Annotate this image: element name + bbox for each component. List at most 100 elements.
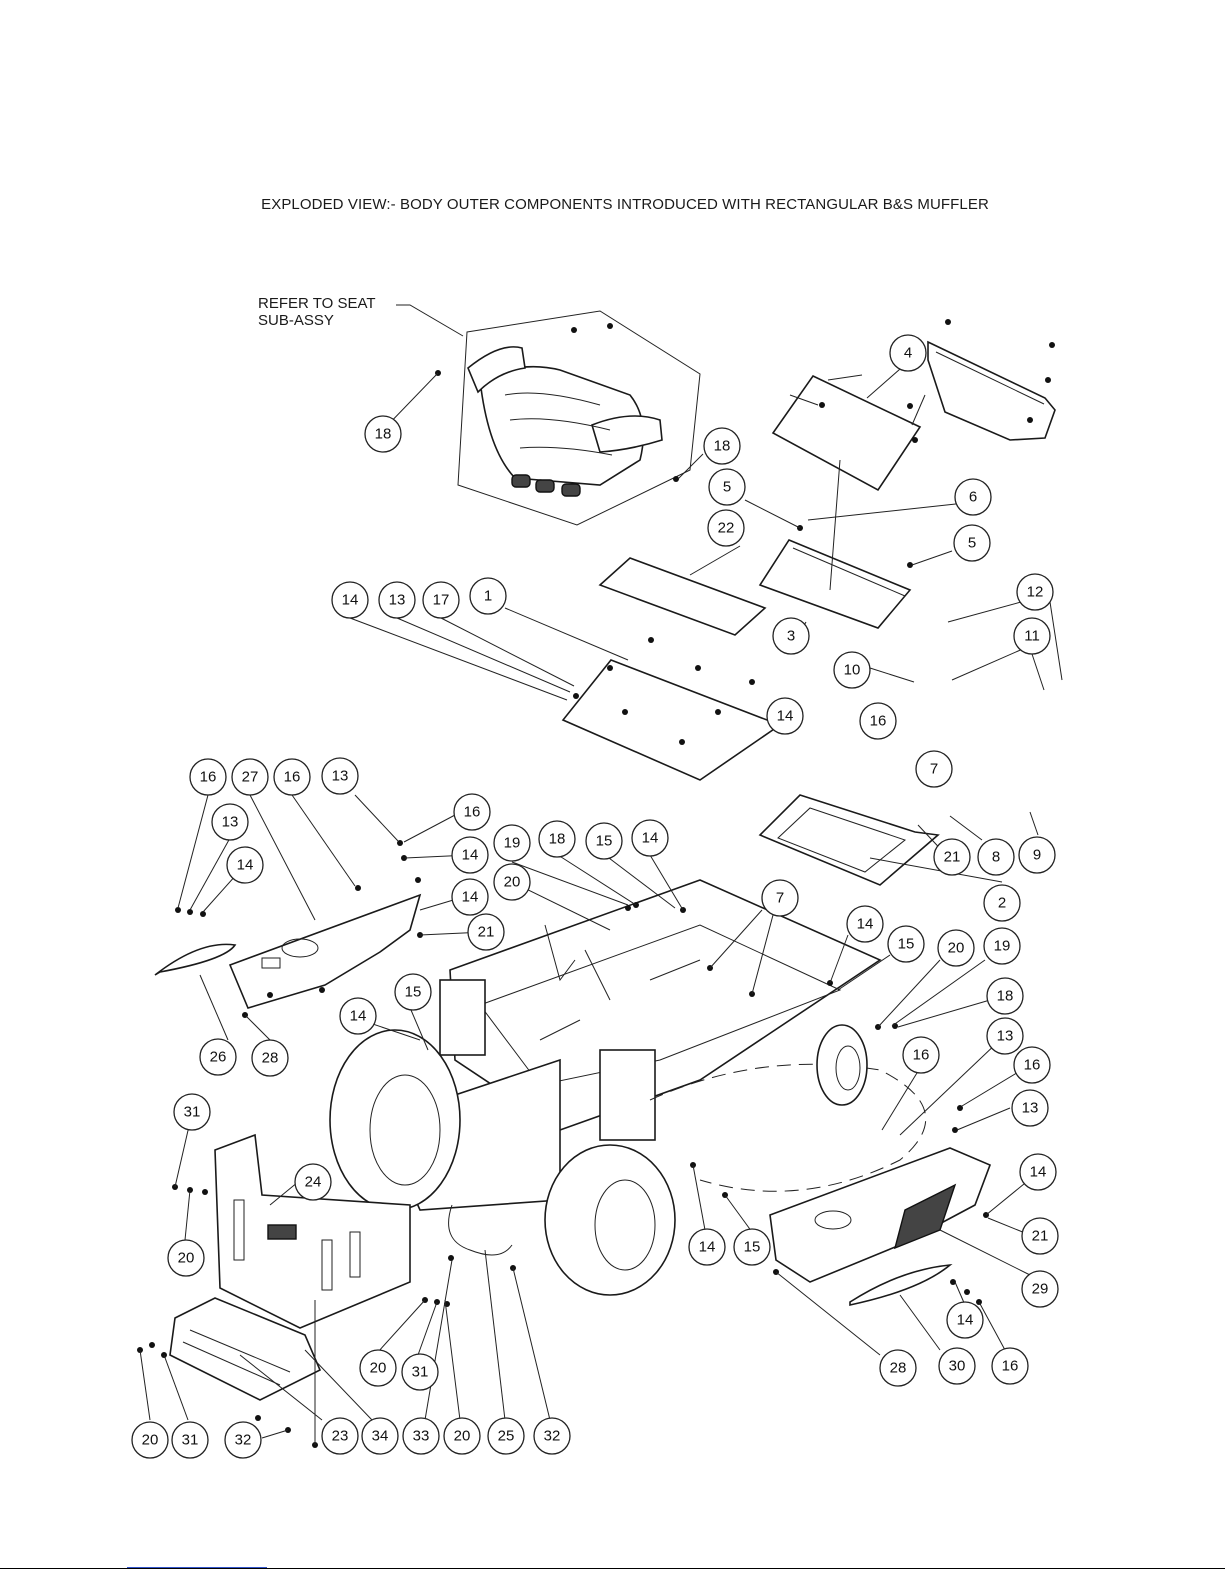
callout-16: 16 xyxy=(991,1347,1029,1385)
note-line-1: REFER TO SEAT xyxy=(258,295,376,312)
callout-31: 31 xyxy=(171,1421,209,1459)
svg-text:2: 2 xyxy=(998,895,1006,912)
svg-text:24: 24 xyxy=(305,1174,322,1191)
diagram-title: EXPLODED VIEW:- BODY OUTER COMPONENTS IN… xyxy=(261,196,989,213)
callout-9: 9 xyxy=(1018,836,1056,874)
footer-link-underline[interactable] xyxy=(127,1567,267,1568)
svg-text:3: 3 xyxy=(787,628,795,645)
svg-text:7: 7 xyxy=(776,890,784,907)
callout-21: 21 xyxy=(933,838,971,876)
svg-text:30: 30 xyxy=(949,1358,966,1375)
leader-lines xyxy=(139,304,1063,1445)
svg-text:16: 16 xyxy=(1002,1358,1019,1375)
callout-28: 28 xyxy=(879,1349,917,1387)
seat-subassy-outline xyxy=(457,310,701,526)
svg-text:34: 34 xyxy=(372,1428,389,1445)
svg-text:14: 14 xyxy=(777,708,794,725)
svg-text:14: 14 xyxy=(857,916,874,933)
callout-32: 32 xyxy=(533,1417,571,1455)
svg-text:13: 13 xyxy=(389,592,406,609)
svg-text:20: 20 xyxy=(504,874,521,891)
callout-22: 22 xyxy=(707,509,745,547)
callout-16: 16 xyxy=(902,1036,940,1074)
callout-27: 27 xyxy=(231,758,269,796)
part-3-panel xyxy=(758,539,912,629)
callout-13: 13 xyxy=(321,757,359,795)
svg-text:19: 19 xyxy=(504,835,521,852)
svg-text:14: 14 xyxy=(462,889,479,906)
svg-text:32: 32 xyxy=(235,1432,252,1449)
callout-25: 25 xyxy=(487,1417,525,1455)
svg-text:20: 20 xyxy=(178,1250,195,1267)
svg-text:23: 23 xyxy=(332,1428,349,1445)
callout-13: 13 xyxy=(378,581,416,619)
caster-wheel xyxy=(816,1024,868,1106)
callout-16: 16 xyxy=(859,702,897,740)
callout-16: 16 xyxy=(453,793,491,831)
svg-text:18: 18 xyxy=(997,988,1014,1005)
hardware-layer xyxy=(137,319,1055,1448)
callout-balloons: 4 18 18 5 6 22 5 14 13 17 1 3 12 11 10 1… xyxy=(131,334,1059,1459)
svg-text:16: 16 xyxy=(913,1047,930,1064)
svg-text:21: 21 xyxy=(944,849,961,866)
svg-text:7: 7 xyxy=(930,761,938,778)
callout-19: 19 xyxy=(983,927,1021,965)
callout-14: 14 xyxy=(451,878,489,916)
callout-14: 14 xyxy=(1019,1153,1057,1191)
svg-text:14: 14 xyxy=(642,830,659,847)
svg-text:22: 22 xyxy=(718,520,735,537)
callout-26: 26 xyxy=(199,1038,237,1076)
left-rear-wheel xyxy=(329,1029,461,1211)
callout-32: 32 xyxy=(224,1421,262,1459)
callout-15: 15 xyxy=(733,1228,771,1266)
callout-20: 20 xyxy=(359,1349,397,1387)
callout-14: 14 xyxy=(339,997,377,1035)
callout-5: 5 xyxy=(953,524,991,562)
callout-1: 1 xyxy=(469,577,507,615)
svg-text:10: 10 xyxy=(844,662,861,679)
svg-text:14: 14 xyxy=(1030,1164,1047,1181)
svg-text:14: 14 xyxy=(342,592,359,609)
callout-18: 18 xyxy=(986,977,1024,1015)
svg-text:13: 13 xyxy=(997,1028,1014,1045)
svg-text:17: 17 xyxy=(433,592,450,609)
svg-text:13: 13 xyxy=(1022,1100,1039,1117)
callout-13: 13 xyxy=(986,1017,1024,1055)
seat xyxy=(467,346,663,497)
callout-20: 20 xyxy=(937,929,975,967)
part-2-hood xyxy=(758,794,940,886)
svg-text:32: 32 xyxy=(544,1428,561,1445)
svg-text:6: 6 xyxy=(969,489,977,506)
part-27-left-fender xyxy=(228,893,422,1009)
svg-text:21: 21 xyxy=(478,924,495,941)
part-26-left-skirt xyxy=(154,943,237,976)
svg-text:14: 14 xyxy=(237,857,254,874)
svg-text:9: 9 xyxy=(1033,847,1041,864)
svg-text:20: 20 xyxy=(948,940,965,957)
part-25-hose xyxy=(448,1204,513,1256)
callout-31: 31 xyxy=(401,1353,439,1391)
callout-20: 20 xyxy=(493,863,531,901)
svg-text:15: 15 xyxy=(596,833,613,850)
svg-text:1: 1 xyxy=(484,588,492,605)
svg-text:13: 13 xyxy=(332,768,349,785)
svg-text:11: 11 xyxy=(1024,628,1040,645)
callout-17: 17 xyxy=(422,581,460,619)
callout-7: 7 xyxy=(915,750,953,788)
svg-text:20: 20 xyxy=(370,1360,387,1377)
svg-text:29: 29 xyxy=(1032,1281,1049,1298)
svg-text:15: 15 xyxy=(744,1239,761,1256)
svg-text:13: 13 xyxy=(222,814,239,831)
svg-text:31: 31 xyxy=(184,1104,201,1121)
svg-text:14: 14 xyxy=(462,847,479,864)
callout-15: 15 xyxy=(585,822,623,860)
callout-21: 21 xyxy=(1021,1217,1059,1255)
part-30-right-skirt xyxy=(849,1263,953,1306)
svg-text:27: 27 xyxy=(242,769,259,786)
svg-text:15: 15 xyxy=(898,936,915,953)
callout-18: 18 xyxy=(703,427,741,465)
callout-15: 15 xyxy=(394,973,432,1011)
callout-6: 6 xyxy=(954,478,992,516)
callout-20: 20 xyxy=(443,1417,481,1455)
